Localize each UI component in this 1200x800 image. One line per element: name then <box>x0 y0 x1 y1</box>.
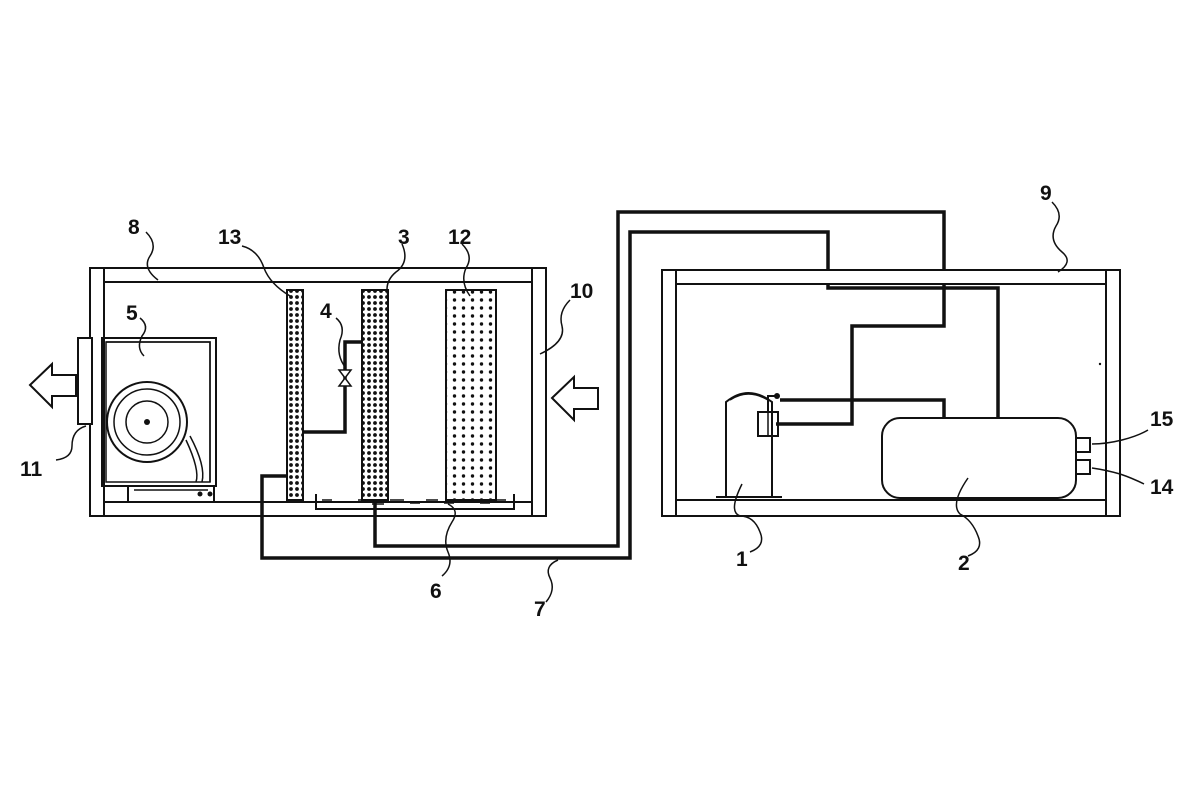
label-2: 2 <box>958 552 970 575</box>
compressor <box>716 392 946 498</box>
label-13: 13 <box>218 226 241 249</box>
label-10: 10 <box>570 280 593 303</box>
inlet-arrow <box>550 374 599 423</box>
label-15: 15 <box>1150 408 1174 431</box>
water-tray <box>315 494 515 510</box>
outlet-arrow <box>28 361 77 410</box>
condenser-tank <box>881 417 1091 499</box>
pipe-coil3-out <box>373 210 946 548</box>
heat-exchanger-coil-3 <box>361 289 389 501</box>
label-12: 12 <box>448 226 471 249</box>
fan <box>101 337 217 503</box>
outdoor-left-wall <box>661 269 677 517</box>
label-11: 11 <box>20 458 43 481</box>
air-outlet-flange <box>77 337 93 425</box>
label-7: 7 <box>534 598 546 621</box>
label-14: 14 <box>1150 476 1174 499</box>
pipe-coil13-out <box>260 230 1000 560</box>
label-5: 5 <box>126 302 138 325</box>
heat-exchanger-coil-13 <box>286 289 304 501</box>
label-1: 1 <box>736 548 748 571</box>
leader-lines <box>55 201 1149 603</box>
outdoor-bottom-wall <box>661 499 1121 517</box>
connecting-pipe <box>303 340 362 434</box>
expansion-valve <box>337 369 353 387</box>
filter-panel-12 <box>445 289 497 501</box>
label-3: 3 <box>398 226 410 249</box>
label-6: 6 <box>430 580 442 603</box>
label-9: 9 <box>1040 182 1052 205</box>
outdoor-unit <box>661 269 1121 517</box>
indoor-right-wall <box>531 267 547 517</box>
indoor-unit <box>77 210 1000 560</box>
label-8: 8 <box>128 216 140 239</box>
outdoor-top-wall <box>661 269 1121 285</box>
indoor-top-wall <box>89 267 547 283</box>
outdoor-right-wall <box>1105 269 1121 517</box>
label-4: 4 <box>320 300 332 323</box>
